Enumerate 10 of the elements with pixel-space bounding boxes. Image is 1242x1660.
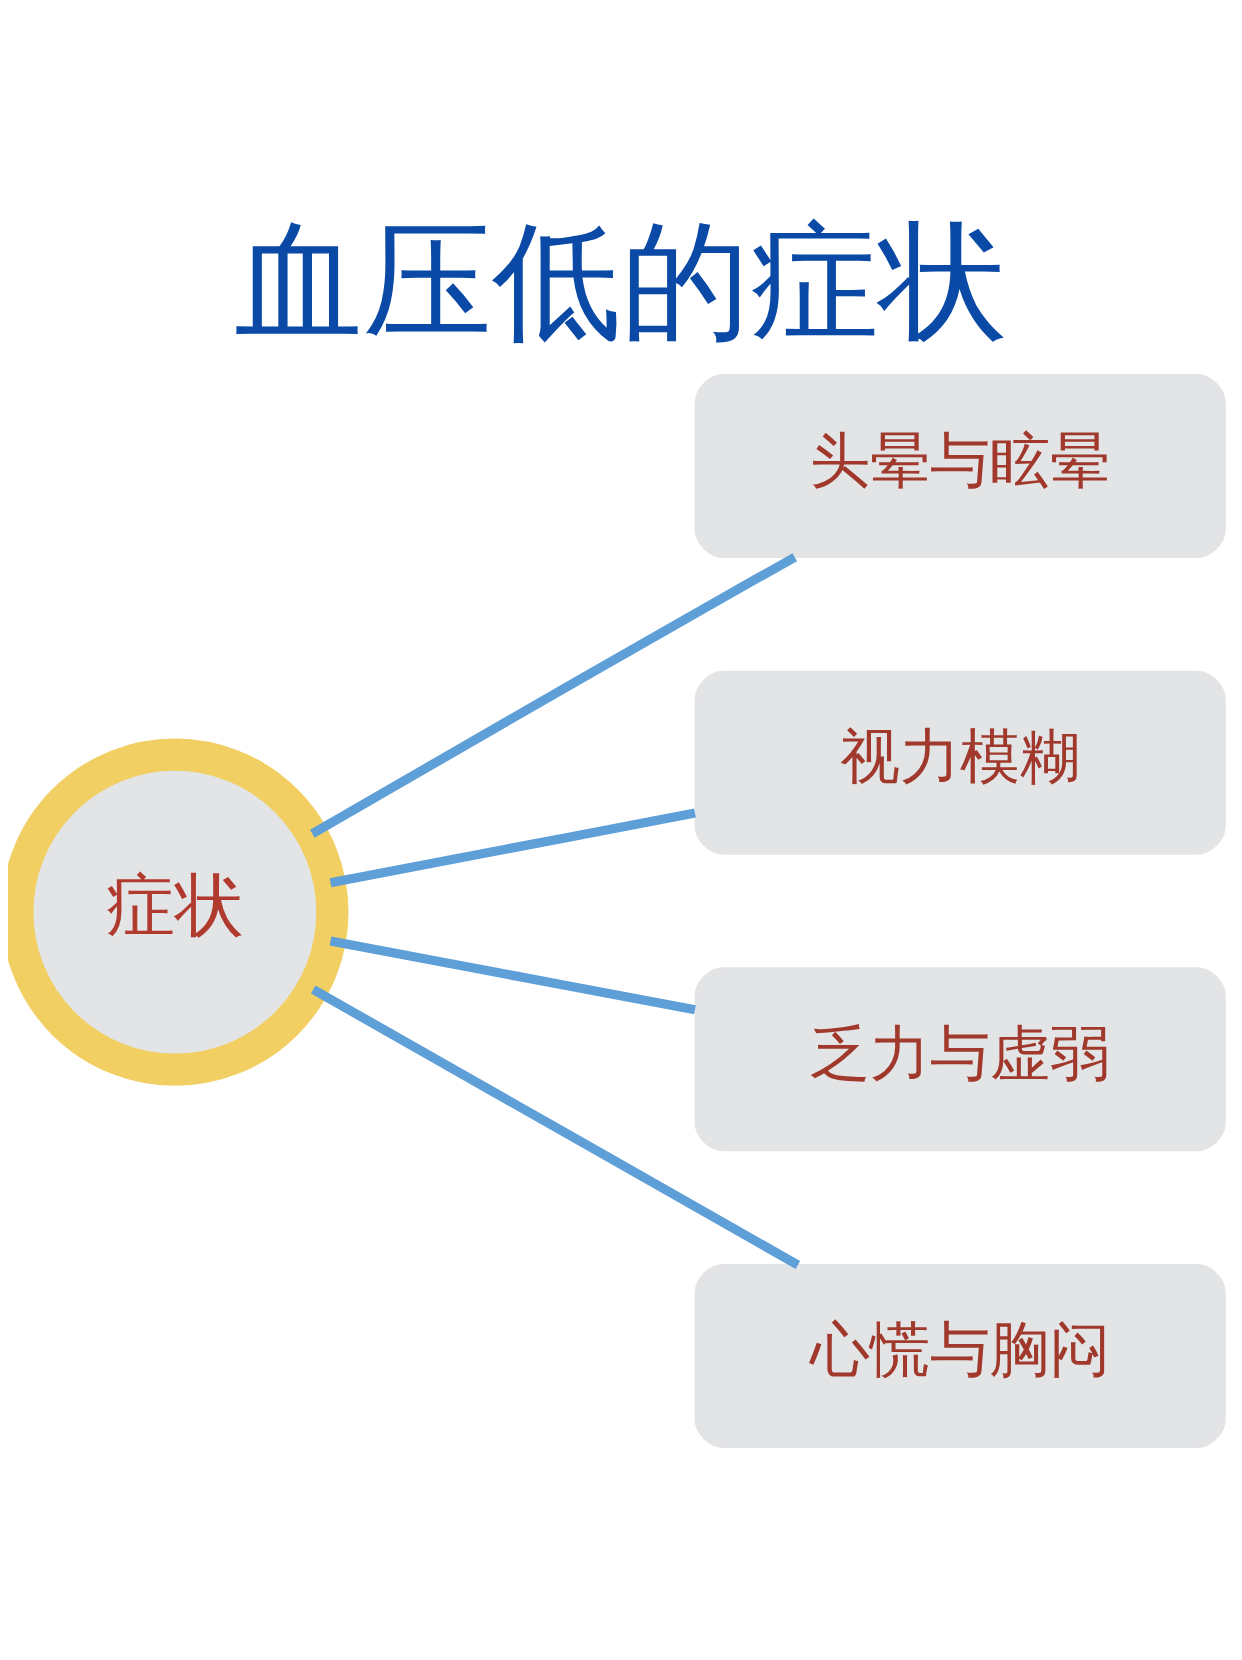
node-box: 心慌与胸闷: [694, 1263, 1226, 1448]
connector: [310, 552, 798, 838]
node-box: 头晕与眩晕: [694, 373, 1226, 558]
connector: [310, 984, 801, 1269]
diagram-title: 血压低的症状: [234, 210, 1008, 354]
node-box: 乏力与虚弱: [694, 966, 1226, 1151]
node-box: 视力模糊: [694, 670, 1226, 855]
connector: [329, 936, 696, 1014]
connector: [329, 808, 696, 887]
node-circle: 症状: [8, 738, 349, 1086]
